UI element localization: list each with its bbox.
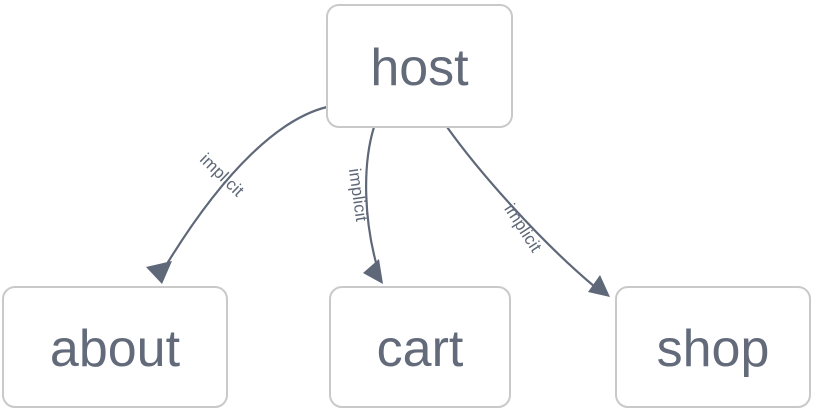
node-box bbox=[615, 286, 811, 408]
edge-line bbox=[365, 125, 380, 272]
edge-layer: implicit implicit implicit bbox=[146, 105, 610, 297]
edge-host-to-shop[interactable]: implicit bbox=[445, 125, 610, 297]
node-box bbox=[2, 286, 228, 408]
node-label: cart bbox=[377, 320, 464, 378]
node-layer: host about cart shop bbox=[2, 4, 811, 408]
node-host[interactable]: host bbox=[326, 4, 513, 128]
edge-label: implicit bbox=[500, 200, 545, 255]
node-about[interactable]: about bbox=[2, 286, 228, 408]
node-label: shop bbox=[657, 320, 770, 378]
node-box bbox=[329, 286, 511, 408]
edge-arrowhead-icon bbox=[588, 275, 610, 297]
node-box bbox=[326, 4, 513, 128]
edge-host-to-cart[interactable]: implicit bbox=[345, 125, 383, 284]
edge-arrowhead-icon bbox=[146, 261, 172, 284]
node-label: about bbox=[50, 320, 181, 378]
node-shop[interactable]: shop bbox=[615, 286, 811, 408]
edge-host-to-about[interactable]: implicit bbox=[146, 105, 329, 284]
edge-line bbox=[445, 125, 597, 289]
node-label: host bbox=[370, 39, 469, 97]
edge-line bbox=[160, 105, 329, 274]
edge-label: implicit bbox=[196, 150, 248, 201]
edge-arrowhead-icon bbox=[363, 259, 383, 284]
node-cart[interactable]: cart bbox=[329, 286, 511, 408]
